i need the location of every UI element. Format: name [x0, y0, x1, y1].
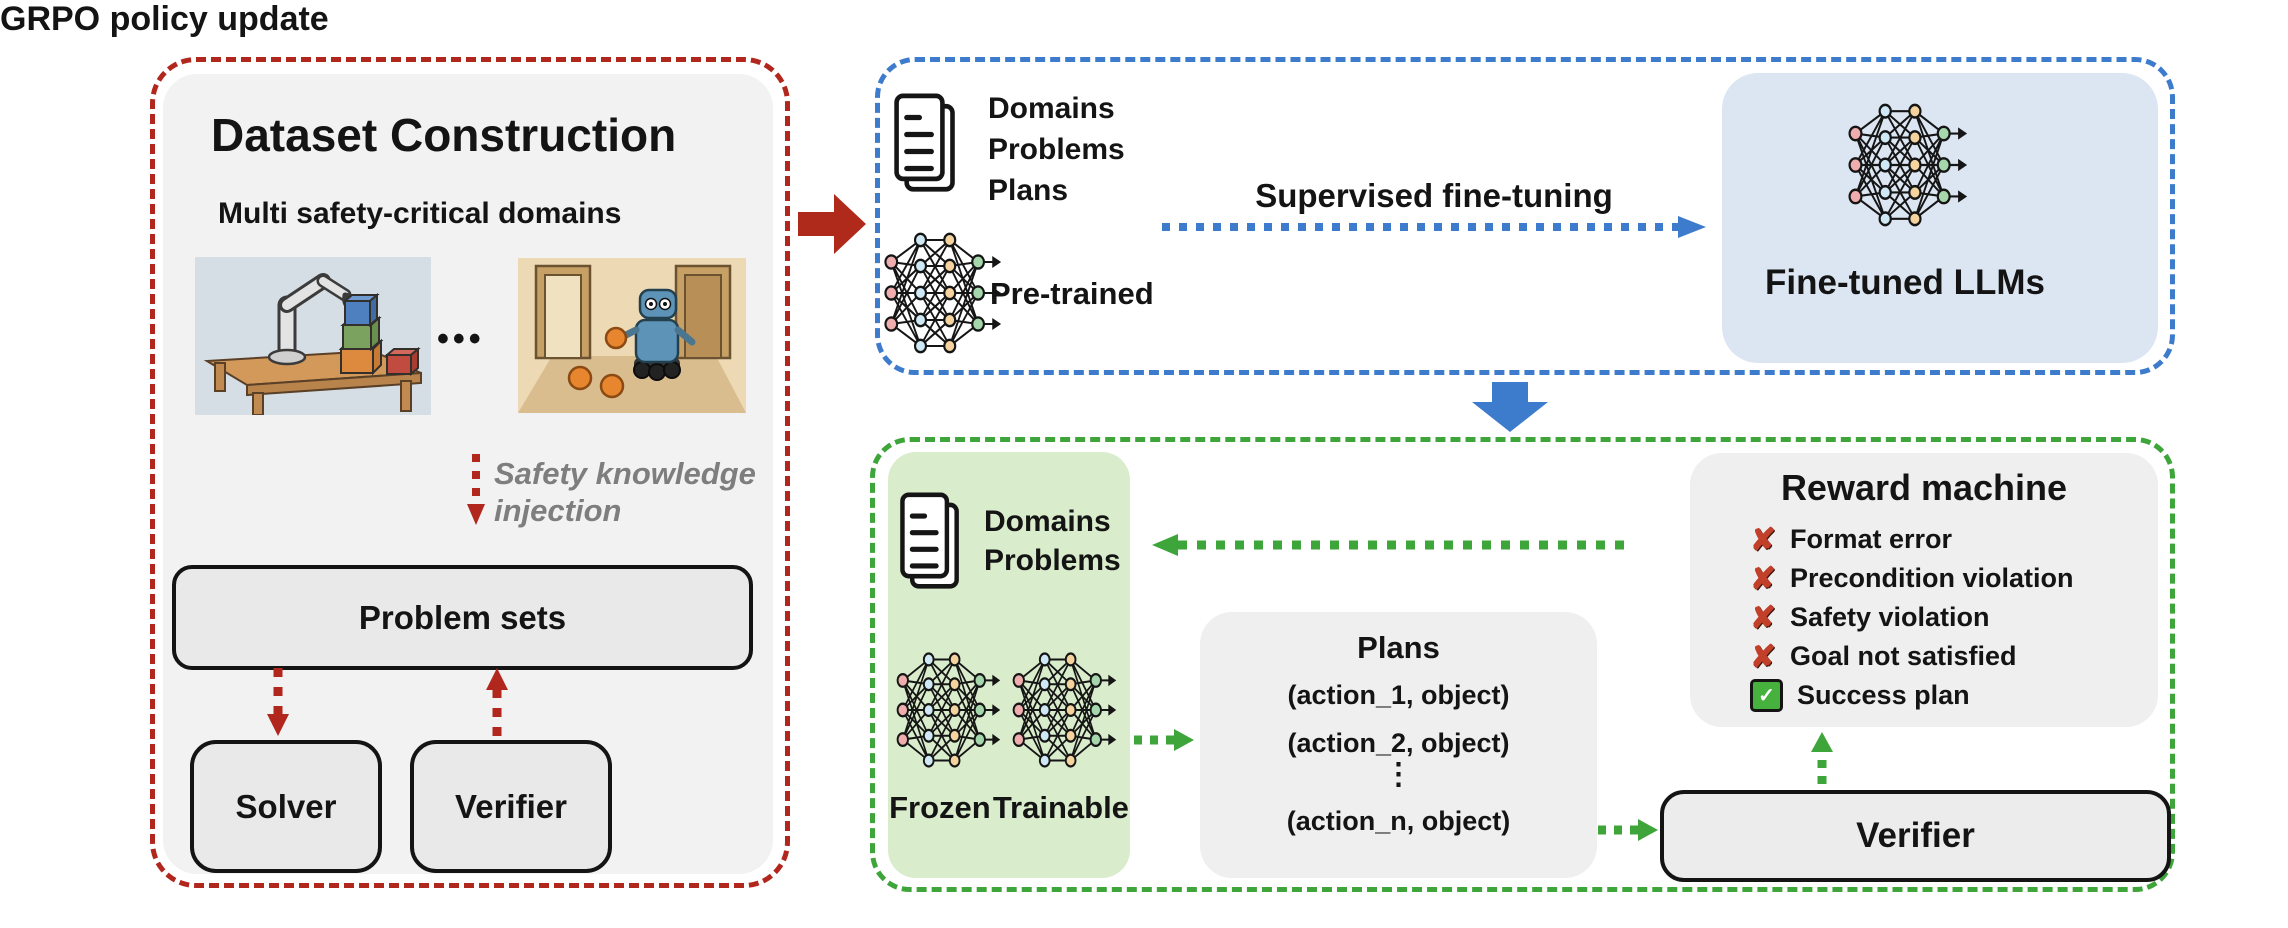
sft-doc-label-domains: Domains [988, 92, 1115, 125]
rl-group [870, 437, 2175, 892]
reward-item-label: Goal not satisfied [1789, 641, 2017, 671]
rl-doc-label-problems: Problems [984, 544, 1121, 577]
safety-injection-arrow [467, 454, 485, 525]
plan-action-2: (action_2, object) [1287, 728, 1510, 758]
dataset-construction-group [150, 57, 790, 888]
problem-sets-label: Problem sets [358, 598, 567, 636]
dataset-subtitle: Multi safety-critical domains [218, 197, 622, 230]
reward-item-precondition-violation: ✘ Precondition violation [1750, 562, 2074, 595]
neural-network-icon-frozen [891, 648, 1001, 772]
reward-item-label: Format error [1789, 524, 1953, 554]
solver-label: Solver [235, 787, 337, 825]
reward-item-label: Safety violation [1789, 602, 1990, 632]
reward-machine-box: Reward machine ✘ Format error ✘ Precondi… [1690, 453, 2158, 727]
ellipsis-between-images: ••• [437, 320, 485, 358]
safety-injection-label: Safety knowledge injection [494, 455, 756, 529]
verifier-rl-label: Verifier [1856, 816, 1975, 855]
cross-icon: ✘ [1750, 521, 1776, 557]
solver-box: Solver [190, 740, 382, 873]
sft-dotted-arrow [1162, 216, 1706, 238]
plan-action-1: (action_1, object) [1287, 680, 1510, 710]
trainable-label: Trainable [992, 790, 1129, 825]
reward-item-safety-violation: ✘ Safety violation [1750, 601, 2074, 634]
problem-sets-to-solver-arrow [267, 668, 289, 736]
frozen-label: Frozen [889, 790, 991, 825]
documents-icon [892, 93, 958, 193]
grpo-arrow-label: GRPO policy update [0, 0, 329, 38]
cross-icon: ✘ [1750, 599, 1776, 635]
reward-item-label: Success plan [1797, 680, 1970, 710]
verifier-left-label: Verifier [455, 787, 567, 825]
plans-title: Plans [1357, 630, 1440, 665]
check-icon: ✓ [1750, 679, 1783, 712]
reward-machine-title: Reward machine [1780, 467, 2068, 508]
neural-network-icon-finetuned [1842, 99, 1968, 231]
reward-item-goal-not-satisfied: ✘ Goal not satisfied [1750, 640, 2074, 673]
neural-network-icon-pretrained [878, 228, 1002, 358]
neural-network-icon-trainable [1007, 648, 1117, 772]
safety-injection-line1: Safety knowledge [494, 456, 756, 491]
sft-doc-label-problems: Problems [988, 133, 1125, 166]
finetuned-llms-panel: Fine-tuned LLMs [1722, 73, 2158, 363]
sft-group [875, 57, 2175, 375]
frozen-trainable-labels: Frozen Trainable [888, 790, 1130, 826]
plan-ellipsis: ⋮ [1383, 758, 1414, 791]
robot-room-image [518, 258, 746, 413]
verifier-to-problem-sets-arrow [486, 668, 508, 736]
cross-icon: ✘ [1750, 560, 1776, 596]
problem-sets-box: Problem sets [172, 565, 753, 670]
documents-icon-rl [898, 492, 962, 590]
reward-machine-list: ✘ Format error ✘ Precondition violation … [1750, 523, 2074, 718]
verifier-to-reward-arrow [1811, 732, 1833, 784]
dataset-to-sft-arrow [798, 194, 866, 254]
reward-item-label: Precondition violation [1789, 563, 2074, 593]
robot-arm-image [195, 257, 431, 415]
safety-injection-line2: injection [494, 493, 622, 528]
verifier-rl-box: Verifier [1660, 790, 2171, 882]
verifier-left-box: Verifier [410, 740, 612, 873]
grpo-dotted-arrow [1152, 534, 1630, 556]
rl-doc-label-domains: Domains [984, 505, 1111, 538]
dataset-title: Dataset Construction [211, 109, 677, 161]
pretrained-label: Pre-trained [990, 276, 1154, 311]
rl-doc-labels: Domains Problems [984, 502, 1121, 580]
sft-arrow-label: Supervised fine-tuning [1255, 177, 1613, 214]
plans-to-verifier-arrow [1598, 819, 1658, 841]
reward-item-format-error: ✘ Format error [1750, 523, 2074, 556]
model-to-plans-arrow [1134, 729, 1194, 751]
sft-doc-labels: Domains Problems Plans [988, 88, 1125, 211]
plan-action-n: (action_n, object) [1286, 806, 1511, 836]
reward-item-success-plan: ✓ Success plan [1750, 679, 2074, 712]
cross-icon: ✘ [1750, 638, 1776, 674]
finetuned-llms-label: Fine-tuned LLMs [1765, 263, 2045, 302]
sft-to-rl-arrow [1472, 382, 1548, 432]
sft-doc-label-plans: Plans [988, 174, 1069, 207]
plans-box: Plans (action_1, object) (action_2, obje… [1200, 612, 1597, 878]
